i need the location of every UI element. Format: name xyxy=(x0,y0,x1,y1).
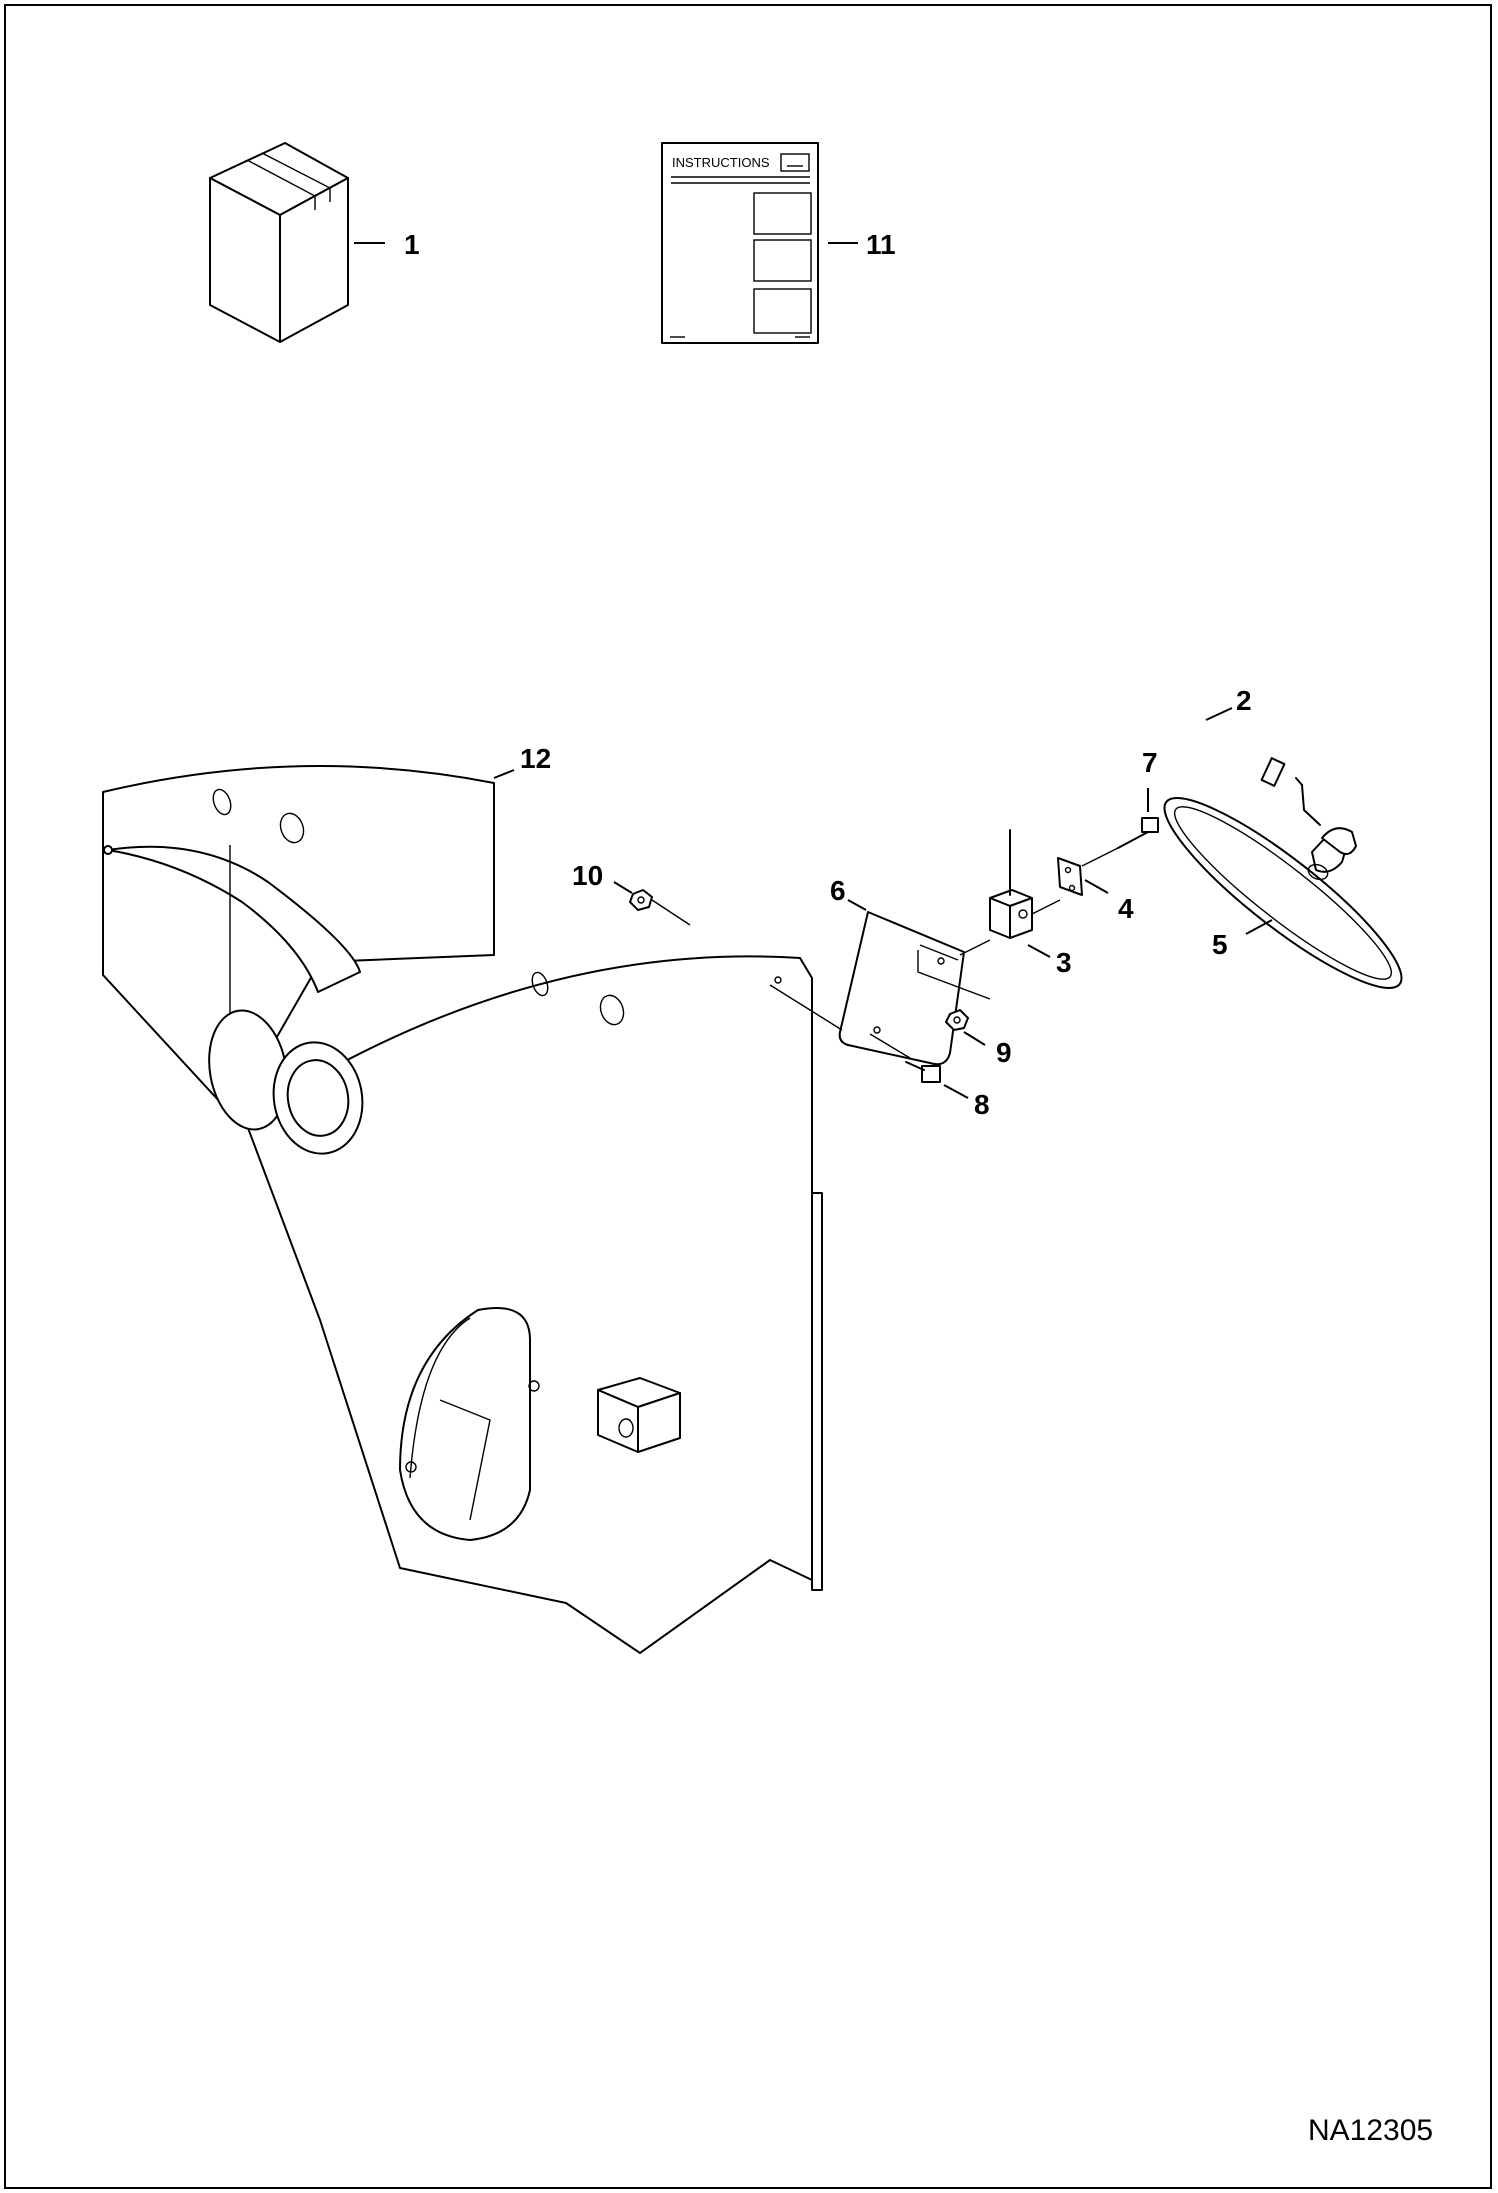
drawing-frame xyxy=(4,4,1492,2189)
callout-12: 12 xyxy=(520,743,551,774)
bolt-icon-2 xyxy=(905,1061,941,1083)
callout-5: 5 xyxy=(1212,929,1228,960)
instructions-sheet-icon: INSTRUCTIONS xyxy=(661,142,819,344)
callout-8: 8 xyxy=(974,1089,990,1120)
clamp-plate-icon xyxy=(1057,857,1083,896)
kit-box-icon xyxy=(209,142,349,343)
clamp-block-icon xyxy=(989,889,1033,939)
mounting-bracket-icon xyxy=(838,911,991,1066)
lift-arm-icon xyxy=(102,765,823,1654)
nut-icon-2 xyxy=(629,889,653,911)
figure-id: NA12305 xyxy=(1308,2114,1433,2147)
instructions-label: INSTRUCTIONS xyxy=(672,155,770,170)
callout-7: 7 xyxy=(1142,747,1158,778)
callout-11: 11 xyxy=(866,229,896,260)
callout-6: 6 xyxy=(830,875,846,906)
mirror-arm-tube-icon xyxy=(957,692,1321,896)
callout-4: 4 xyxy=(1118,893,1134,924)
leader-lines xyxy=(354,242,1273,1099)
callout-1: 1 xyxy=(404,229,420,260)
callout-numbers: 1 11 12 2 7 4 3 5 6 9 8 10 xyxy=(404,229,1252,1120)
callout-10: 10 xyxy=(572,860,603,891)
callout-2: 2 xyxy=(1236,685,1252,716)
callout-9: 9 xyxy=(996,1037,1012,1068)
mirror-icon xyxy=(1163,797,1403,989)
callout-3: 3 xyxy=(1056,947,1072,978)
nut-icon xyxy=(945,1009,969,1031)
bolt-icon xyxy=(1117,817,1159,849)
